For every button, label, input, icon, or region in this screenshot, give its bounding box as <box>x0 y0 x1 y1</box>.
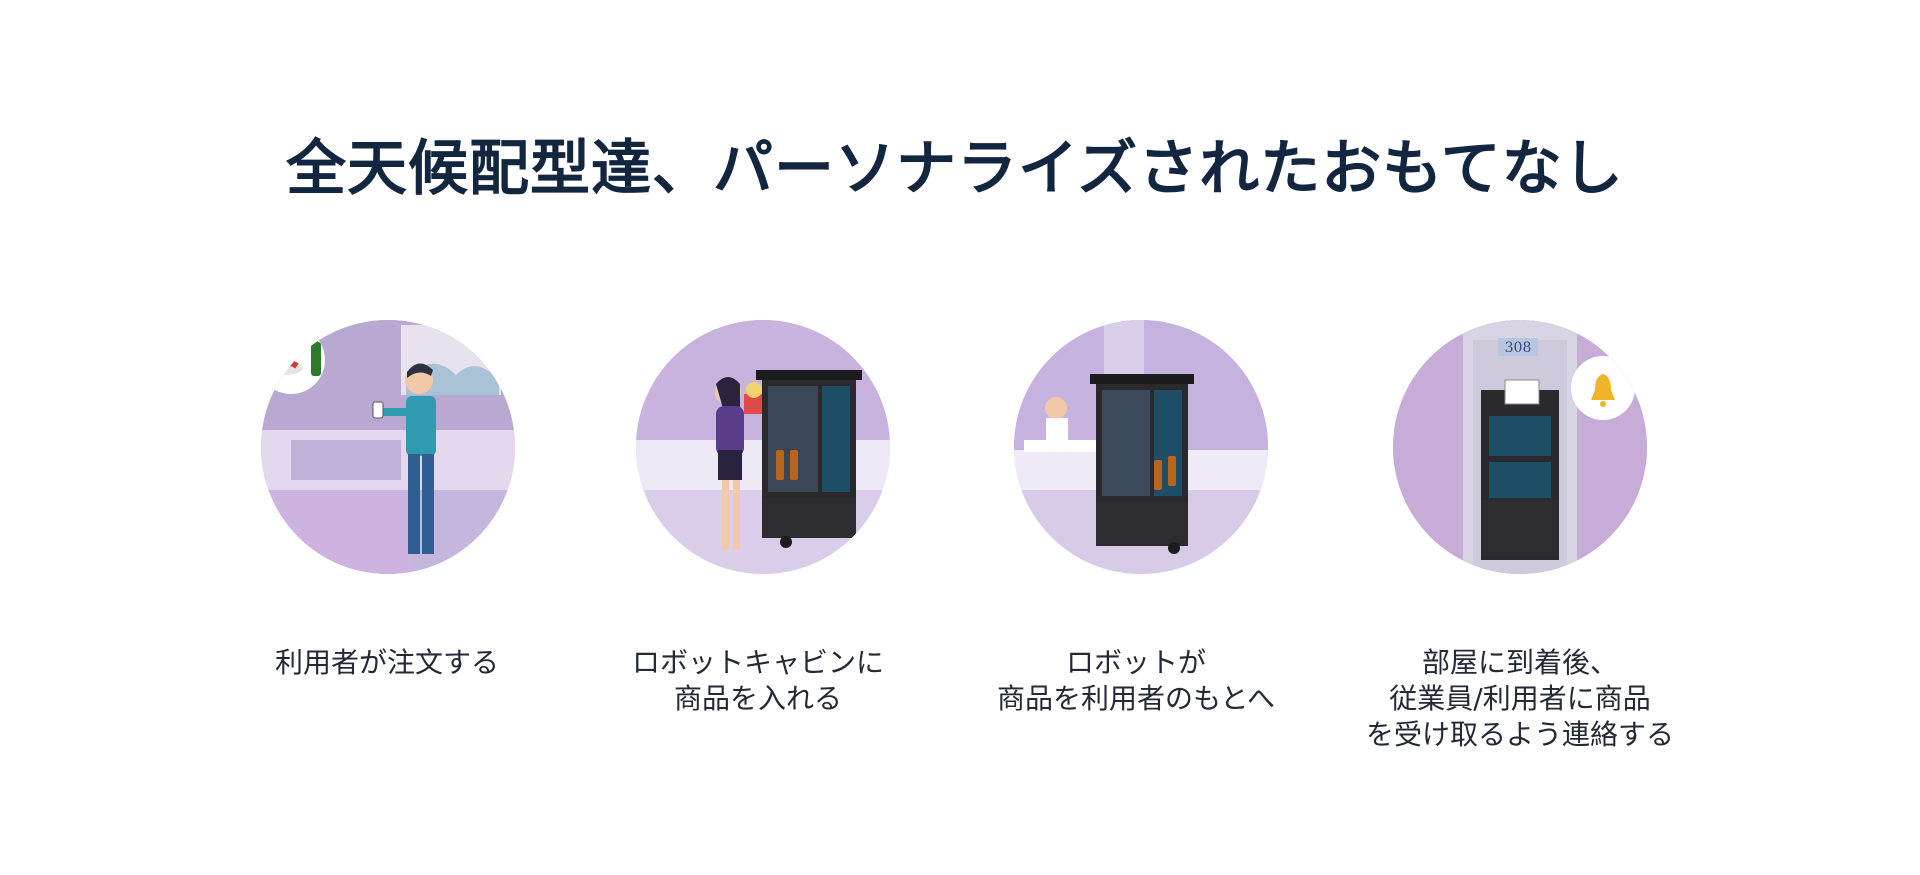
deliver-robot-illustration <box>1014 320 1268 574</box>
step-caption: ロボットが 商品を利用者のもとへ <box>996 646 1276 715</box>
notify-arrival-illustration: 308 <box>1393 320 1647 574</box>
load-robot-illustration <box>636 320 890 574</box>
step-caption: ロボットキャビンに 商品を入れる <box>631 646 884 715</box>
order-illustration <box>261 320 515 574</box>
page-title: 全天候配型達、パーソナライズされたおもてなし <box>286 134 1624 204</box>
room-number: 308 <box>1505 340 1532 356</box>
step-caption: 部屋に到着後、 従業員/利用者に商品 を受け取るよう連絡する <box>1365 646 1674 751</box>
step-caption: 利用者が注文する <box>274 646 499 679</box>
